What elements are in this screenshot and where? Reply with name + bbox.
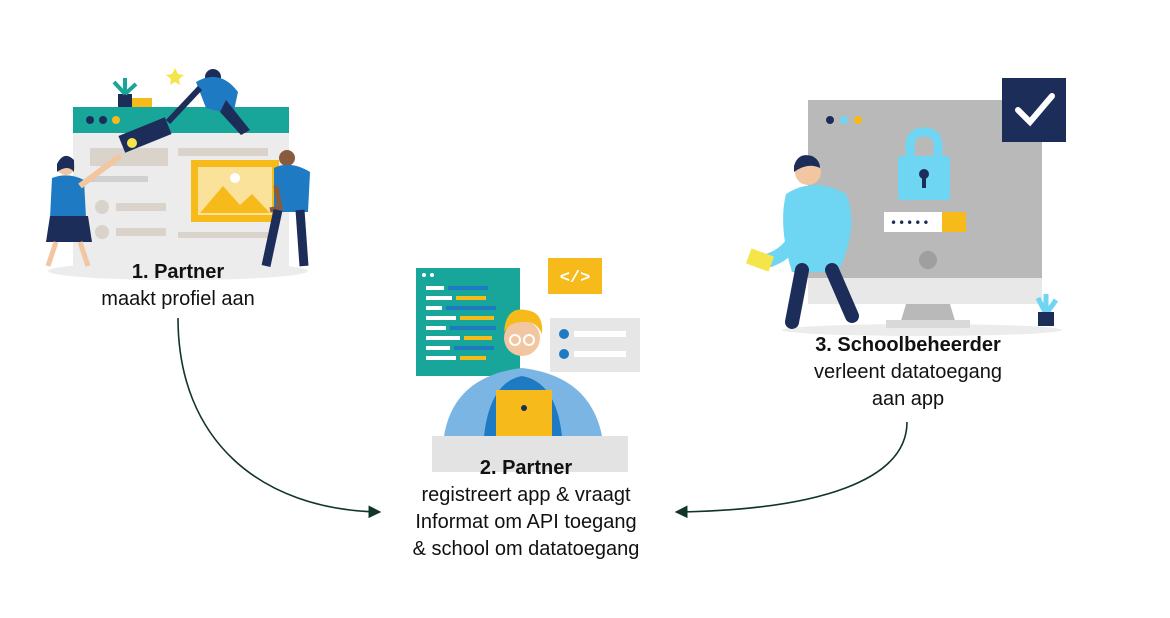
step-3-caption: 3. Schoolbeheerder verleent datatoegang … <box>768 332 1048 413</box>
window-dot-icon <box>854 116 862 124</box>
step-2-caption: 2. Partner registreert app & vraagt Info… <box>376 455 676 563</box>
card-avatar-icon <box>127 138 137 148</box>
person-left-hair <box>57 155 74 172</box>
image-sun-icon <box>230 173 240 183</box>
person-left-body <box>50 175 86 218</box>
glasses-icon <box>523 334 535 346</box>
person-left-arm <box>78 153 122 189</box>
checkmark-icon <box>1015 93 1055 127</box>
books-icon <box>128 98 152 107</box>
list-card <box>550 318 640 372</box>
step-3-description-line-1: verleent datatoegang <box>814 361 1002 383</box>
arrow-step1-to-step2 <box>177 317 382 519</box>
lock-shackle-icon <box>905 127 943 158</box>
content-line <box>178 232 268 238</box>
password-field-accent <box>942 212 966 232</box>
star-icon <box>166 68 184 85</box>
step-1-description: maakt profiel aan <box>101 288 255 310</box>
pot-icon <box>118 94 132 107</box>
window-dot-icon <box>99 116 107 124</box>
monitor-power-icon <box>919 251 937 269</box>
image-mountain-icon <box>200 186 270 213</box>
window-dot-icon <box>112 116 120 124</box>
developer-illustration: </> <box>416 258 640 472</box>
person-top-arm <box>165 85 203 125</box>
list-line <box>574 331 626 337</box>
keyhole-icon <box>919 169 929 179</box>
list-avatar-icon <box>95 200 109 214</box>
person-right-legs <box>261 209 309 267</box>
person-right-head <box>279 150 295 166</box>
step-1-caption: 1. Partner maakt profiel aan <box>58 259 298 313</box>
admin-card-icon <box>745 248 775 272</box>
laptop-logo-icon <box>521 405 527 411</box>
step-3-description-line-2: aan app <box>871 388 945 410</box>
list-bullet-icon <box>559 349 569 359</box>
monitor-base <box>886 320 970 328</box>
window-dot-icon <box>422 273 426 277</box>
content-line <box>116 228 166 236</box>
step-3-title: 3. Schoolbeheerder <box>815 334 1001 356</box>
check-badge <box>1002 78 1066 142</box>
window-dot-icon <box>826 116 834 124</box>
partner-profile-illustration <box>45 68 310 280</box>
list-avatar-icon <box>95 225 109 239</box>
step-1-title: 1. Partner <box>131 261 225 283</box>
step-2-description-line-1: registreert app & vraagt <box>421 484 631 506</box>
list-bullet-icon <box>559 329 569 339</box>
window-dot-icon <box>430 273 434 277</box>
step-2-description-line-3: & school om datatoegang <box>412 538 640 560</box>
monitor-stand <box>900 304 956 324</box>
content-line <box>178 148 268 156</box>
list-line <box>574 351 626 357</box>
keyhole-icon <box>922 176 926 188</box>
password-mask: ••••• <box>890 216 930 230</box>
person-right-body <box>274 164 310 212</box>
admin-legs <box>785 263 859 329</box>
code-badge <box>548 258 602 294</box>
laptop-icon <box>496 390 552 436</box>
step-2-title: 2. Partner <box>479 457 573 479</box>
code-badge-label: </> <box>560 269 591 288</box>
content-line <box>116 203 166 211</box>
plant-icon <box>1035 294 1059 316</box>
person-top-leg <box>220 100 250 135</box>
school-admin-illustration: ••••• <box>745 78 1066 336</box>
person-left-skirt <box>46 216 92 242</box>
person-right-arm <box>269 185 283 213</box>
plant-icon <box>112 78 138 96</box>
arrow-step3-to-step2 <box>674 421 908 519</box>
person-left-legs <box>45 241 91 267</box>
content-line <box>90 176 148 182</box>
glasses-icon <box>509 334 521 346</box>
ground-shadow <box>782 324 1062 336</box>
admin-body <box>783 185 852 272</box>
developer-head <box>504 320 540 356</box>
window-dot-icon <box>840 116 848 124</box>
step-2-description-line-2: Informat om API toegang <box>415 511 637 533</box>
code-lines <box>426 286 496 360</box>
desk <box>432 436 628 472</box>
admin-hair <box>794 155 820 172</box>
developer-hair <box>504 309 543 334</box>
window-dot-icon <box>86 116 94 124</box>
pot-icon <box>1038 312 1054 326</box>
admin-arm <box>763 219 809 267</box>
